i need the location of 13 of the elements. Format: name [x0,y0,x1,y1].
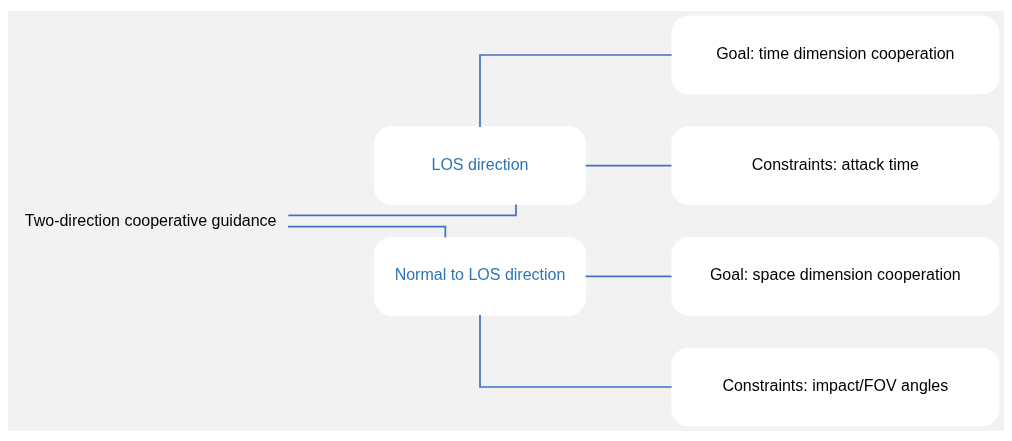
connector [584,274,673,277]
node-box: Constraints: attack time [671,125,1000,205]
connector [287,203,517,216]
connector [287,225,447,238]
node-box: LOS direction [374,125,586,205]
node-box: Goal: space dimension cooperation [671,236,1000,316]
connector [479,313,673,388]
node-text: Two-direction cooperative guidance [24,211,277,229]
connector [584,164,673,167]
node-box: Goal: time dimension cooperation [671,15,1000,94]
node-box: Constraints: impact/FOV angles [671,347,1000,426]
node-box: Normal to LOS direction [374,236,586,316]
connector [479,53,673,128]
